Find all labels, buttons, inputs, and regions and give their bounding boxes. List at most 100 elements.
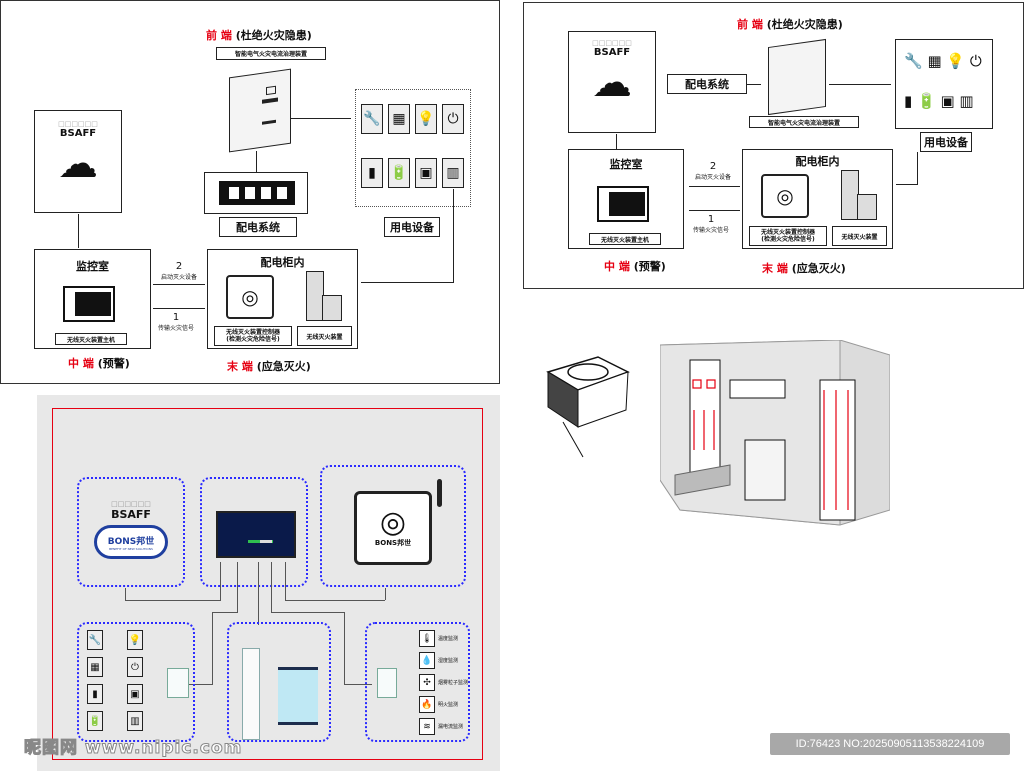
controller-zone: ◎ BONS邦世	[320, 465, 466, 587]
middle-end-title-b: 中 端 (预警)	[604, 260, 666, 273]
sensor-icon: ≋	[419, 718, 435, 735]
distribution-system-label-b: 配电系统	[667, 74, 747, 94]
arrow-2-label: 2 启动灭火设备	[160, 261, 197, 281]
monitor-room-box: 监控室 无线灭火装置主机	[34, 249, 151, 349]
socket-icon: ⏻	[442, 104, 464, 134]
arrow-1-label-b: 1 传输火灾信号	[692, 214, 729, 234]
solar-panel-icon: ▦	[388, 104, 410, 134]
monitor-room-box-b: 监控室 无线灭火装置主机	[568, 149, 684, 249]
sensor-label: 烟雾粒子监测	[438, 680, 469, 686]
diagram-a-panel: 前 端 (杜绝火灾隐患) 智能电气火灾电流治理装置 配电系统 🔧 ▦ 💡 ⏻ ▮…	[0, 0, 500, 384]
front-end-title: 前 端 (杜绝火灾隐患)	[206, 29, 312, 42]
equipment-zone: 🔧 ▦ ▮ 🔋 💡 ⏻ ▣ ▥	[77, 622, 195, 742]
cabinet-title: 配电柜内	[260, 256, 305, 269]
cloud-icon: ☁	[58, 141, 98, 187]
sensor-label: 明火监测	[438, 702, 459, 708]
sensor-item: 💧湿度监测	[419, 652, 458, 669]
socket-icon-c: ⏻	[127, 657, 143, 677]
tools-icon-b: 🔧 ▦ 💡 ⏻	[904, 52, 982, 70]
cabinet-title-b: 配电柜内	[795, 155, 840, 168]
terminal-end-title-b: 末 端 (应急灭火)	[762, 262, 846, 275]
ups-icon: ▮	[361, 158, 383, 188]
extinguisher-name-label: 无线灭火装置	[297, 326, 352, 346]
host-screen-icon-b	[597, 186, 649, 222]
sensor-icon: 💧	[419, 652, 435, 669]
wireless-controller-icon: ◎ BONS邦世	[354, 491, 432, 565]
brand-label-b: BSAFF	[593, 47, 631, 58]
sensor-item: ✣烟雾粒子监测	[419, 674, 468, 691]
sensor-icon: 🌡	[419, 630, 435, 647]
monitor-room-title: 监控室	[76, 260, 109, 273]
transformer-sketch-icon	[546, 356, 630, 458]
fire-current-device-icon-b	[768, 38, 826, 116]
cabinet-zone	[227, 622, 331, 742]
equipment-box-b: 🔧 ▦ 💡 ⏻ ▮ 🔋 ▣ ▥	[895, 39, 993, 129]
host-name-label-b: 无线灭火装置主机	[589, 233, 661, 245]
sensor-label: 温度监测	[438, 636, 459, 642]
switchgear-room-3d-icon	[660, 340, 890, 526]
cloud-logo-icon: BONS邦世 BENEFIT OF NEW SOLUTIONS	[94, 525, 168, 559]
brand-label: BSAFF	[59, 128, 97, 139]
sensor-label: 湿度监测	[438, 658, 459, 664]
host-name-label: 无线灭火装置主机	[55, 333, 127, 345]
tools-icon: 🔧	[361, 104, 383, 134]
fire-current-device-icon	[229, 68, 291, 153]
extinguisher-name-label-b: 无线灭火装置	[832, 226, 887, 246]
antenna-icon	[437, 479, 442, 507]
switchgear-icon: ▥	[442, 158, 464, 188]
controller-icon-b: ◎	[761, 174, 809, 218]
devices-icon-b: ▮ 🔋 ▣ ▥	[904, 92, 974, 110]
meter-icon: ▣	[415, 158, 437, 188]
terminal-end-title: 末 端 (应急灭火)	[227, 360, 311, 373]
arrow-1-label: 1 传输火灾信号	[157, 312, 194, 332]
cabinet-box: 配电柜内 ◎ 无线灭火装置控制器 (检测火灾危险信号) 无线灭火装置	[207, 249, 358, 349]
sensor-icon: 🔥	[419, 696, 435, 713]
breaker-icon-sensor	[377, 668, 397, 698]
tools-icon-c: 🔧	[87, 630, 103, 650]
distribution-system-label: 配电系统	[219, 217, 297, 237]
image-id-badge: ID:76423 NO:20250905113538224109	[770, 733, 1010, 755]
diagram-c-background: □□□□□□ BSAFF BONS邦世 BENEFIT OF NEW SOLUT…	[37, 395, 500, 771]
tall-cabinet-icon	[242, 648, 260, 740]
sensor-label: 漏电流监测	[438, 724, 464, 730]
battery-icon: 🔋	[388, 158, 410, 188]
monitor-screen-icon	[216, 511, 296, 558]
diagram-b-panel: 前 端 (杜绝火灾隐患) □□□□□□ BSAFF ☁ 配电系统 智能电气火灾电…	[523, 2, 1024, 289]
sensor-zone: 🌡温度监测 💧湿度监测 ✣烟雾粒子监测 🔥明火监测 ≋漏电流监测	[365, 622, 470, 742]
host-screen-icon	[63, 286, 115, 322]
monitor-room-title-b: 监控室	[609, 158, 643, 171]
bulb-icon-c: 💡	[127, 630, 143, 650]
cloud-platform-box-b: □□□□□□ BSAFF ☁	[568, 31, 656, 133]
solar-icon-c: ▦	[87, 657, 103, 677]
nipic-watermark: 昵图网 www.nipic.com	[23, 738, 243, 759]
light-bulb-icon: 💡	[415, 104, 437, 134]
device-name-label: 智能电气火灾电流治理装置	[216, 47, 326, 60]
arrow-start-extinguish	[153, 284, 205, 285]
controller-name-label-b: 无线灭火装置控制器 (检测火灾危险信号)	[749, 226, 827, 246]
front-end-title-b: 前 端 (杜绝火灾隐患)	[737, 18, 843, 31]
cloud-icon-b: ☁	[592, 60, 632, 106]
middle-end-title: 中 端 (预警)	[68, 357, 130, 370]
distribution-switch-icon	[204, 172, 308, 214]
sensor-icon: ✣	[419, 674, 435, 691]
controller-name-label: 无线灭火装置控制器 (检测火灾危险信号)	[214, 326, 292, 346]
breaker-icon-c	[167, 668, 189, 698]
cloud-platform-box: □□□□□□ BSAFF ☁	[34, 110, 122, 213]
electric-equipment-label-b: 用电设备	[920, 132, 972, 152]
sensor-item: 🌡温度监测	[419, 630, 458, 647]
blue-cabinet-icon	[278, 667, 318, 725]
sensor-item: 🔥明火监测	[419, 696, 458, 713]
screen-zone	[200, 477, 308, 587]
diagram-c-border	[52, 408, 483, 760]
arrow-2-label-b: 2 启动灭火设备	[694, 161, 731, 181]
cloud-zone: □□□□□□ BSAFF BONS邦世 BENEFIT OF NEW SOLUT…	[77, 477, 185, 587]
device-name-label-b: 智能电气火灾电流治理装置	[749, 116, 859, 128]
cabinet-box-b: 配电柜内 ◎ 无线灭火装置控制器 (检测火灾危险信号) 无线灭火装置	[742, 149, 893, 249]
controller-icon: ◎	[226, 275, 274, 319]
sensor-item: ≋漏电流监测	[419, 718, 463, 735]
switch-icon-c: ▥	[127, 711, 143, 731]
ups-icon-c: ▮	[87, 684, 103, 704]
meter-icon-c: ▣	[127, 684, 143, 704]
arrow-transmit-signal	[153, 308, 205, 309]
battery-icon-c: 🔋	[87, 711, 103, 731]
